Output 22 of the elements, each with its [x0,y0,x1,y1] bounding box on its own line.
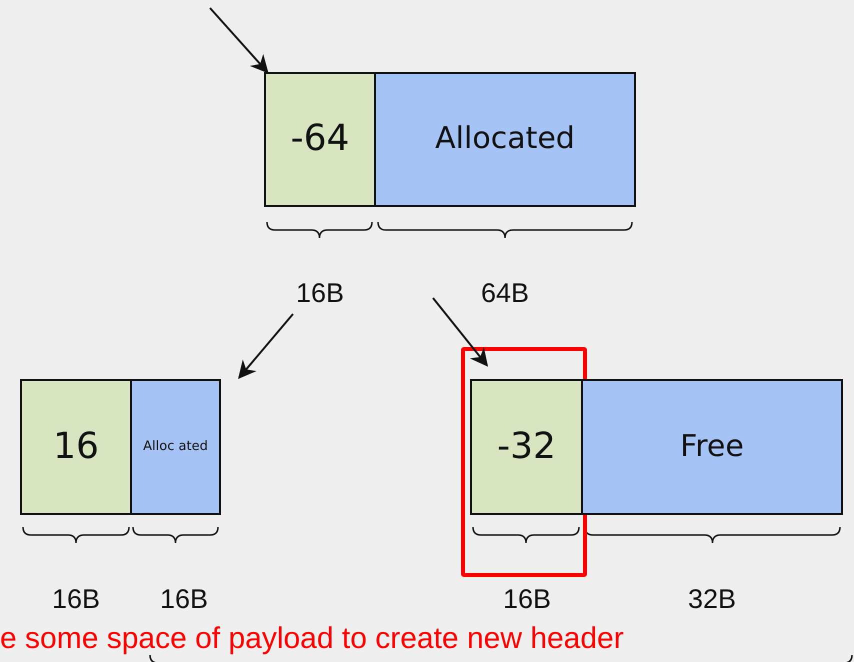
note-text: e some space of payload to create new header [0,622,624,656]
block-text: Free [679,428,745,466]
payload-block [374,72,636,207]
size-label: 32B [688,584,736,615]
header-block [470,379,583,515]
arrow [238,313,294,380]
size-label: 64B [480,278,530,309]
block-text: -32 [496,424,557,469]
size-label: 16B [52,584,100,615]
arrow [209,7,269,74]
size-label: 16B [502,584,552,615]
header-block [264,72,376,207]
payload-block [581,379,843,515]
size-label: 16B [160,584,208,615]
block-text: Alloc ated [142,438,209,456]
arrow [432,297,488,367]
header-block [20,379,132,515]
payload-block [130,379,221,515]
block-text: Allocated [434,120,576,158]
block-text: -64 [290,117,350,162]
block-text: 16 [52,424,100,469]
size-label: 16B [296,278,344,309]
